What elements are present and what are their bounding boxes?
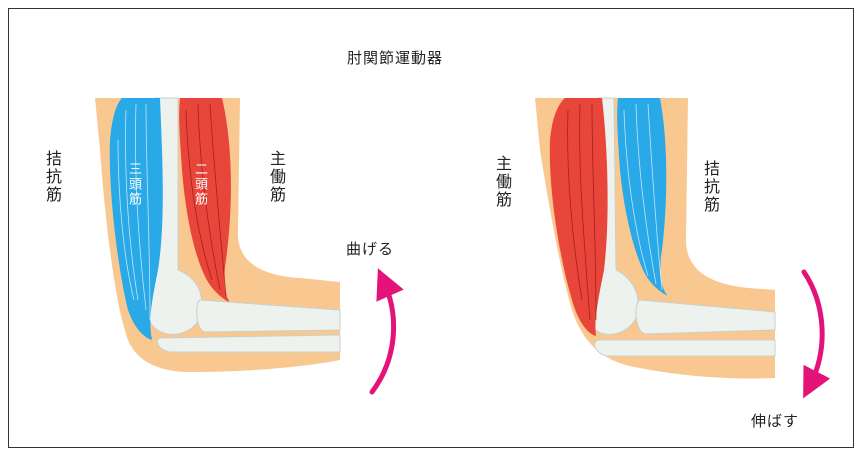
- extend-action-label: 伸ばす: [751, 410, 799, 431]
- left-agonist-label: 主働筋: [268, 150, 284, 204]
- right-antagonist-label: 拮抗筋: [702, 160, 718, 214]
- flex-action-label: 曲げる: [346, 238, 394, 259]
- right-arm: [535, 98, 822, 385]
- left-antagonist-label: 拮抗筋: [44, 150, 60, 204]
- right-extension-arrow: [804, 272, 822, 385]
- left-flexion-arrow: [372, 282, 394, 392]
- left-biceps-label: 二頭筋: [193, 162, 206, 207]
- left-triceps-label: 三頭筋: [127, 162, 140, 207]
- right-agonist-label: 主働筋: [494, 155, 510, 209]
